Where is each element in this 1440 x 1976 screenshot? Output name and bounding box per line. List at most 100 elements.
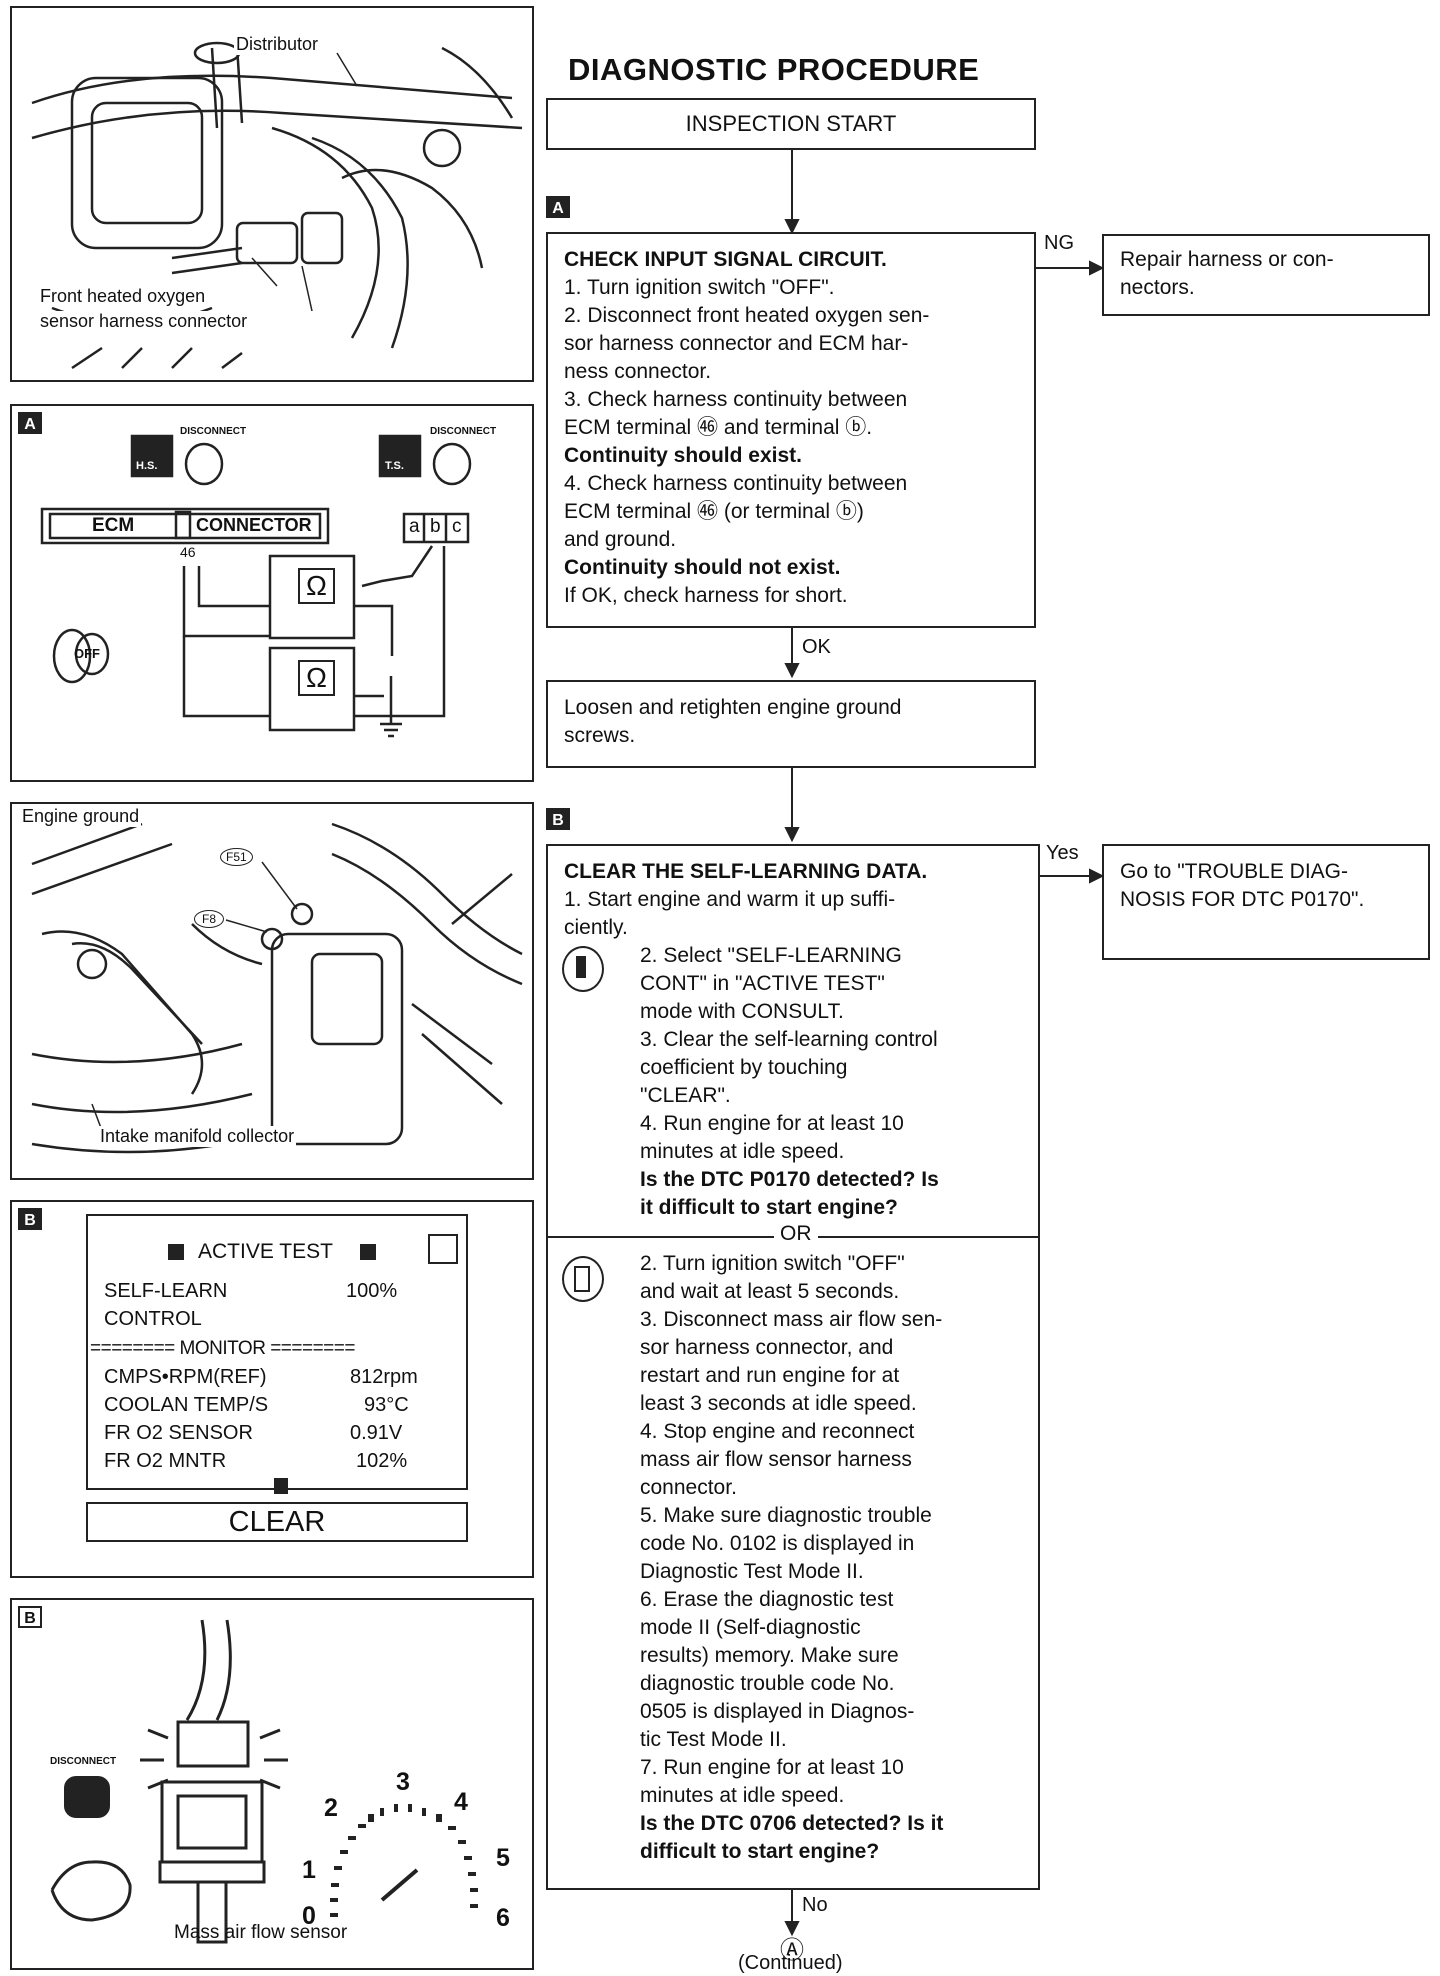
screen-row: SELF-LEARN (104, 1280, 227, 1303)
panel-consult-screen: B ACTIVE TEST SELF-LEARN 100% CONTROL ==… (10, 1200, 534, 1578)
goto-line-2: NOSIS FOR DTC P0170". (1120, 888, 1365, 911)
circuit-diagram (40, 434, 472, 738)
step-b-line: 6. Erase the diagnostic test (640, 1588, 894, 1611)
continued-label: (Continued) (738, 1952, 843, 1974)
step-a-line: 3. Check harness continuity between (564, 388, 908, 411)
step-b-line: sor harness connector, and (640, 1336, 894, 1359)
step-b-line: 3. Clear the self-learning control (640, 1028, 938, 1051)
disconnect-icon (64, 1776, 110, 1818)
repair-harness-box: Repair harness or con- nectors. (1102, 234, 1430, 316)
step-b-line: coefficient by touching (640, 1056, 848, 1079)
trouble-diagnosis-box: Go to "TROUBLE DIAG- NOSIS FOR DTC P0170… (1102, 844, 1430, 960)
step-a-line: and ground. (564, 528, 677, 551)
row-value: 102% (356, 1450, 408, 1472)
step-b-line: code No. 0102 is displayed in (640, 1532, 915, 1555)
pin-c-label: c (452, 516, 462, 537)
ignition-key-icon: OFF (74, 646, 100, 661)
active-test-header: ACTIVE TEST (198, 1240, 333, 1263)
panel-engine-ground-illustration: Engine ground F51 F8 Intake manifold col… (10, 802, 534, 1180)
step-b-line: minutes at idle speed. (640, 1784, 845, 1807)
clear-button-label: CLEAR (228, 1506, 326, 1538)
row-value: 100% (346, 1280, 398, 1302)
label-distributor: Distributor (234, 34, 321, 55)
ng-label: NG (1044, 232, 1074, 254)
step-b-line: 3. Disconnect mass air flow sen- (640, 1308, 943, 1331)
gauge-label-2: 2 (324, 1794, 338, 1822)
tag-b-consult: B (18, 1208, 42, 1230)
gauge-label-6: 6 (496, 1904, 510, 1932)
step-b-line: it difficult to start engine? (640, 1196, 898, 1219)
step-b-line: results) memory. Make sure (640, 1644, 899, 1667)
ok-label: OK (802, 636, 831, 658)
connector-label: CONNECTOR (196, 515, 312, 535)
panel-mass-air-flow-sensor: B DISCONNECT (10, 1598, 534, 1970)
step-b-line: Is the DTC 0706 detected? Is it (640, 1812, 944, 1835)
step-b-line: 1. Start engine and warm it up suffi- (564, 888, 896, 911)
terminal-46-label: 46 (180, 544, 196, 560)
step-b-box: CLEAR THE SELF-LEARNING DATA. 1. Start e… (546, 844, 1040, 1890)
step-b-line: least 3 seconds at idle speed. (640, 1392, 917, 1415)
yes-label: Yes (1046, 842, 1079, 864)
hs-label: H.S. (136, 460, 158, 472)
inspection-start-box: INSPECTION START (546, 98, 1036, 150)
row-name: FR O2 SENSOR (104, 1422, 253, 1444)
step-b-line: 2. Turn ignition switch "OFF" (640, 1252, 905, 1275)
step-a-line: If OK, check harness for short. (564, 584, 848, 607)
label-f8: F8 (194, 910, 225, 928)
consult-icon (562, 946, 604, 992)
step-b-line: restart and run engine for at (640, 1364, 900, 1387)
disconnect-label: DISCONNECT (50, 1756, 117, 1767)
ohmmeter-icon-2: Ω (298, 660, 335, 696)
maf-caption: Mass air flow sensor (174, 1922, 348, 1943)
screen-row-value: 102% (356, 1450, 407, 1473)
step-b-line: ciently. (564, 916, 628, 939)
label-f51: F51 (220, 848, 253, 866)
clear-button[interactable]: CLEAR (86, 1502, 468, 1542)
label-sensor-connector-line2: sensor harness connector (38, 311, 250, 332)
row-name: FR O2 MNTR (104, 1450, 227, 1472)
repair-line-1: Repair harness or con- (1120, 248, 1334, 271)
header-square-icon-left (168, 1244, 184, 1260)
panel-circuit-check-a: A DISCO (10, 404, 534, 782)
step-a-line: ness connector. (564, 360, 712, 383)
step-a-line: 1. Turn ignition switch "OFF". (564, 276, 835, 299)
step-b-line: 2. Select "SELF-LEARNING (640, 944, 902, 967)
label-engine-ground: Engine ground (20, 806, 142, 827)
gauge-label-4: 4 (454, 1788, 468, 1816)
step-a-box: CHECK INPUT SIGNAL CIRCUIT. 1. Turn igni… (546, 232, 1036, 628)
continuation-connector-a: Ⓐ (780, 1937, 804, 1964)
step-b-line: and wait at least 5 seconds. (640, 1280, 900, 1303)
maf-sensor-drawing (50, 1619, 478, 1944)
ohmmeter-icon-1: Ω (298, 568, 335, 604)
step-b-line: 0505 is displayed in Diagnos- (640, 1700, 915, 1723)
inspection-start-label: INSPECTION START (685, 111, 897, 136)
no-consult-icon (562, 1256, 604, 1302)
consult-icon-inner (576, 956, 586, 978)
row-value: 0.91V (350, 1422, 403, 1444)
gauge-label-0: 0 (302, 1902, 316, 1930)
screen-row-value: 812rpm (350, 1366, 418, 1389)
step-a-line: 2. Disconnect front heated oxygen sen- (564, 304, 930, 327)
step-b-line: "CLEAR". (640, 1084, 731, 1107)
loosen-line-1: Loosen and retighten engine ground (564, 696, 902, 719)
tag-a: A (18, 412, 42, 434)
step-b-line: Is the DTC P0170 detected? Is (640, 1168, 939, 1191)
label-sensor-connector-line1: Front heated oxygen (38, 286, 208, 307)
step-a-line: Continuity should not exist. (564, 556, 841, 579)
gauge-label-1: 1 (302, 1856, 316, 1884)
consult-display: ACTIVE TEST SELF-LEARN 100% CONTROL ====… (86, 1214, 468, 1494)
screen-row: FR O2 SENSOR (104, 1422, 253, 1445)
gauge-ticks (330, 1804, 478, 1917)
step-b-line: CONT" in "ACTIVE TEST" (640, 972, 885, 995)
gauge-label-5: 5 (496, 1844, 510, 1872)
step-a-line: sor harness connector and ECM har- (564, 332, 909, 355)
pin-a-label: a (409, 516, 420, 537)
label-intake-manifold-collector: Intake manifold collector (98, 1126, 297, 1147)
row-name: SELF-LEARN (104, 1280, 228, 1302)
ecm-label: ECM (92, 515, 135, 536)
tag-a-flow: A (546, 196, 570, 218)
step-a-line: ECM terminal ㊻ and terminal ⓑ. (564, 416, 873, 439)
goto-line-1: Go to "TROUBLE DIAG- (1120, 860, 1349, 883)
page-title: DIAGNOSTIC PROCEDURE (568, 52, 980, 87)
row-name: CMPS•RPM(REF) (104, 1366, 267, 1388)
